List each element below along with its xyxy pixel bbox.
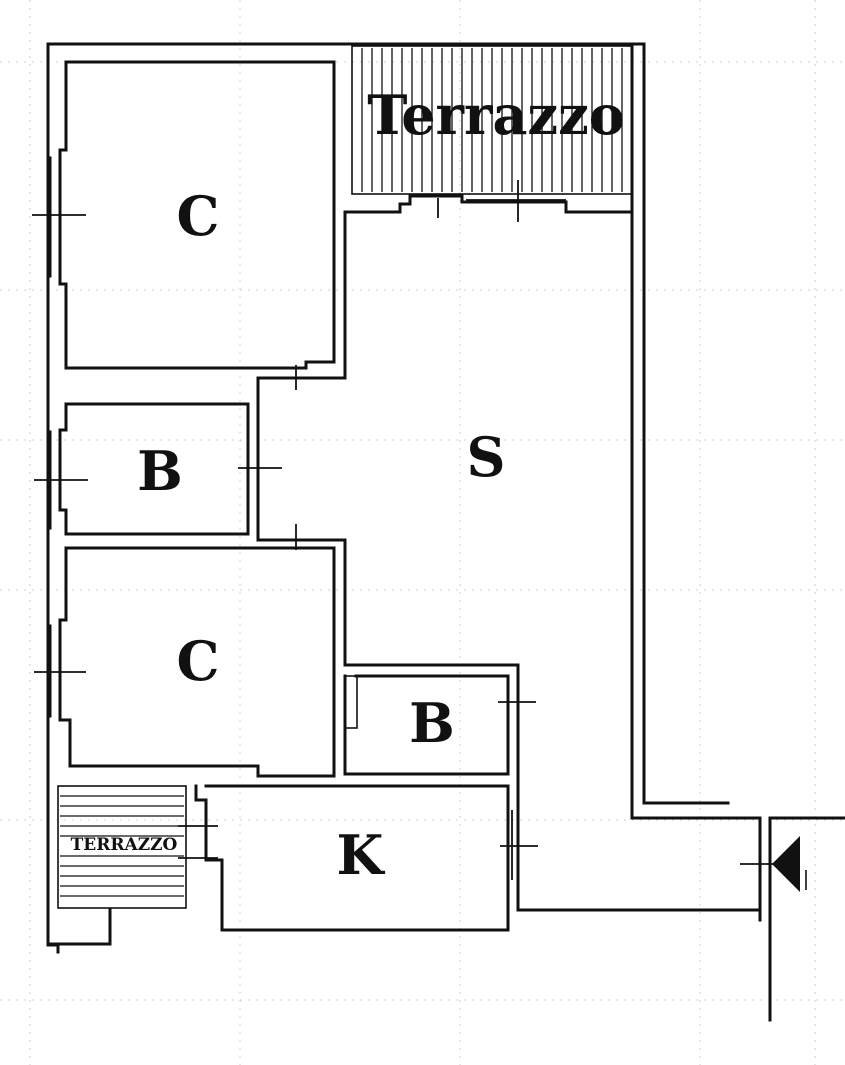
terrace-main: Terrazzo [351,45,633,195]
bathroom-2: B [343,674,536,776]
bedroom-1: C [32,60,336,390]
terrace-main-label: Terrazzo [367,83,625,147]
bedroom-1-label: C [177,184,220,248]
bedroom-2: C [34,524,336,778]
terrace-main-hatching [361,48,623,192]
terrace-small-hatching [60,795,184,897]
terrace-small: TERRAZZO [57,785,218,909]
living-room-label: S [467,425,506,489]
entrance [740,816,845,1022]
bathroom-1-label: B [137,439,183,503]
bedroom-2-label: C [177,629,220,693]
terrace-small-label: TERRAZZO [71,835,178,855]
kitchen: K [194,784,538,932]
bathroom-1: B [34,402,282,536]
entrance-arrow-icon [772,836,800,892]
kitchen-label: K [337,823,386,887]
bathroom-2-label: B [409,691,455,755]
